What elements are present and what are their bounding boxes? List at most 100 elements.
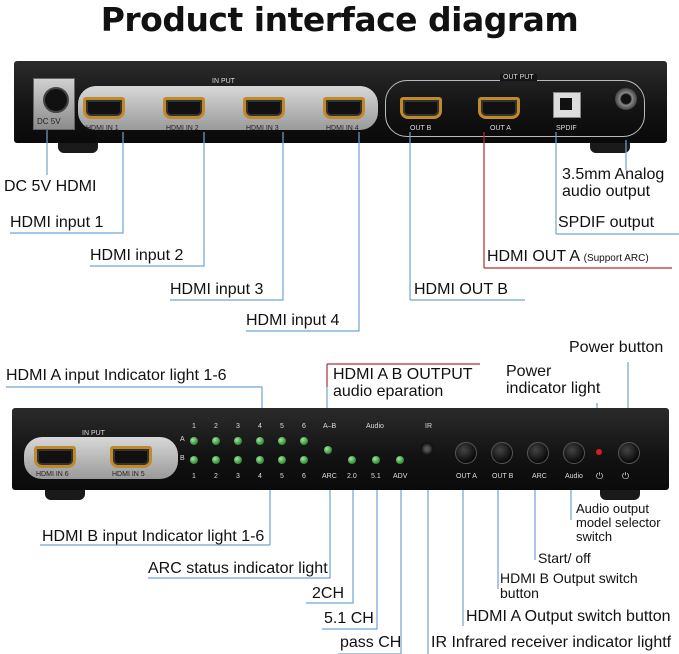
led-b-5 [278,456,286,464]
callout-power-button: Power button [569,339,664,356]
audio-jack-icon [615,88,637,110]
led-num: 6 [302,473,306,480]
power-button[interactable] [618,442,640,464]
front-input-label: IN PUT [82,430,105,437]
device-foot [58,143,98,153]
led-b-4 [256,456,264,464]
front-port-label: HDMI IN 5 [112,471,145,478]
hdmi-port-icon [110,446,152,468]
output-port-label: OUT A [490,125,511,132]
ab-label: A–B [323,423,337,430]
led-2ch [348,456,356,464]
mode-label: 2.0 [347,473,357,480]
callout-51ch: 5.1 CH [324,610,374,627]
device-foot [45,490,85,500]
ir-receiver-icon [420,442,434,456]
led-b-3 [234,456,242,464]
led-adv [396,456,404,464]
power-symbol-icon: ⏻ [596,471,604,481]
hdmi-port-icon [478,97,520,119]
led-b-2 [212,456,220,464]
callout-ab-output: HDMI A B OUTPUT audio eparation [333,366,473,400]
callout-hdmi-input-3: HDMI input 3 [170,281,264,298]
output-port-label: SPDIF [556,125,577,132]
port-label: HDMI IN 4 [326,125,359,132]
callout-b-input: HDMI B input Indicator light 1-6 [42,528,265,545]
led-b-6 [300,456,308,464]
device-foot [600,490,640,500]
callout-ir: IR Infrared receiver indicator lightf [431,634,672,651]
led-a-6 [300,437,308,445]
port-label: HDMI IN 1 [86,125,119,132]
callout-hdmi-b-switch: HDMI B Output switch button [500,570,638,601]
row-a-label: A [180,436,185,443]
page-title: Product interface diagram [100,0,579,39]
led-a-1 [190,437,198,445]
callout-hdmi-input-1: HDMI input 1 [10,214,104,231]
led-a-2 [212,437,220,445]
led-a-5 [278,437,286,445]
hdmi-port-icon [243,97,285,119]
audio-top-label: Audio [366,423,384,430]
led-num: 5 [280,423,284,430]
hdmi-port-icon [83,97,125,119]
button-label: OUT A [456,473,477,480]
output-label: OUT PUT [500,74,537,81]
callout-start-off: Start/ off [538,550,591,566]
device-foot [590,143,630,153]
button-label: ARC [532,473,547,480]
audio-button[interactable] [563,442,585,464]
spdif-port-icon [553,92,581,118]
led-51 [372,456,380,464]
callout-hdmi-out-b: HDMI OUT B [414,281,508,298]
dc-jack-plate: DC 5V [33,78,75,130]
callout-audio-selector: Audio output model selector switch [576,501,661,544]
callout-hdmi-input-2: HDMI input 2 [90,247,184,264]
ir-label: IR [425,423,432,430]
mode-label: 5.1 [371,473,381,480]
led-num: 1 [192,423,196,430]
led-num: 5 [280,473,284,480]
row-b-label: B [180,455,185,462]
led-ab [324,446,332,454]
callout-pass-ch: pass CH [340,634,402,651]
led-num: 2 [214,473,218,480]
led-num: 1 [192,473,196,480]
led-num: 3 [236,423,240,430]
callout-hdmi-out-a: HDMI OUT A (Support ARC) [487,248,649,265]
out-b-button[interactable] [491,442,513,464]
dc-jack-icon [43,87,69,113]
port-label: HDMI IN 2 [166,125,199,132]
callout-dc: DC 5V HDMI [4,178,97,195]
dc-label: DC 5V [37,117,61,126]
led-b-1 [190,456,198,464]
output-port-label: OUT B [410,125,432,132]
callout-spdif: SPDIF output [558,214,655,231]
hdmi-port-icon [323,97,365,119]
hdmi-port-icon [34,446,76,468]
out-a-button[interactable] [455,442,477,464]
led-a-3 [234,437,242,445]
callout-hdmi-a-switch: HDMI A Output switch button [466,608,671,625]
front-port-label: HDMI IN 6 [36,471,69,478]
power-led-icon [596,449,602,455]
port-label: HDMI IN 3 [246,125,279,132]
led-num: 2 [214,423,218,430]
callout-power-indicator: Power indicator light [506,363,601,397]
callout-hdmi-input-4: HDMI input 4 [246,312,340,329]
button-label: OUT B [492,473,514,480]
hdmi-port-icon [163,97,205,119]
led-num: 4 [258,473,262,480]
led-a-4 [256,437,264,445]
led-num: 6 [302,423,306,430]
callout-analog: 3.5mm Analog audio output [562,166,665,200]
arc-button[interactable] [527,442,549,464]
callout-2ch: 2CH [312,585,345,602]
led-num: 3 [236,473,240,480]
mode-label: ADV [393,473,408,480]
callout-a-input: HDMI A input Indicator light 1-6 [6,367,227,384]
callout-arc-status: ARC status indicator light [148,560,328,577]
standby-symbol-icon: ⏻ [622,471,630,481]
mode-label: ARC [322,473,337,480]
